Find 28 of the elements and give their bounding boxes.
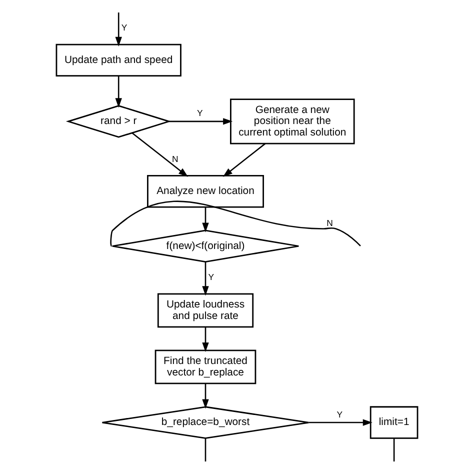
edge-label: Y xyxy=(336,409,343,420)
node-box: Generate a new position near the current optimal solution xyxy=(230,98,355,144)
arrow xyxy=(202,327,209,352)
node-diamond: b_replace=b_worst xyxy=(102,406,310,439)
arrow xyxy=(115,76,122,108)
edge-label: Y xyxy=(208,272,214,282)
edge-label: Y xyxy=(121,22,128,33)
edge-label: N xyxy=(172,154,178,164)
node-box: Find the truncated vector b_replace xyxy=(154,350,256,384)
arrow xyxy=(169,118,233,125)
edge-label: Y xyxy=(196,108,203,118)
edge-label: N xyxy=(326,218,333,228)
node-box: Update loudness and pulse rate xyxy=(157,293,254,328)
node-box: Update path and speed xyxy=(56,44,182,76)
node-box: limit=1 xyxy=(370,406,418,439)
arrow xyxy=(202,262,209,296)
arrow xyxy=(115,12,122,46)
arrow xyxy=(202,384,209,409)
arrow xyxy=(132,132,188,177)
arrow xyxy=(202,207,209,232)
arrow xyxy=(222,143,266,177)
node-box: Analyze new location xyxy=(147,175,264,208)
arrow xyxy=(308,419,372,426)
node-diamond: f(new)<f(original) xyxy=(112,230,300,262)
connector xyxy=(204,438,206,462)
node-diamond: rand > r xyxy=(66,105,172,138)
connector xyxy=(393,438,395,462)
connector xyxy=(110,200,361,246)
